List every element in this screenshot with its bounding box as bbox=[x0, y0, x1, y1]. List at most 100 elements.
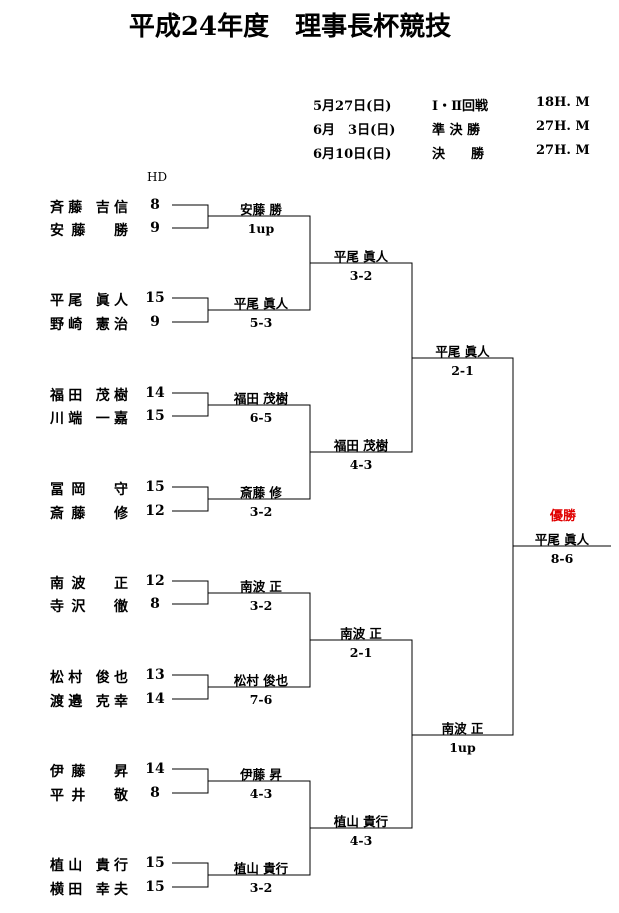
entrant-hd: 14 bbox=[145, 385, 165, 401]
round1-score: 1up bbox=[247, 221, 275, 236]
bracket-line bbox=[172, 768, 212, 782]
bracket-line bbox=[172, 580, 212, 594]
round1-winner: 伊藤 昇 bbox=[240, 767, 282, 782]
final-score: 8-6 bbox=[550, 551, 574, 566]
semifinal-winner: 平尾 眞人 bbox=[435, 344, 490, 359]
round1-score: 7-6 bbox=[249, 692, 273, 707]
entrant-hd: 9 bbox=[150, 220, 160, 236]
entrant-hd: 15 bbox=[145, 879, 165, 895]
entrant-name: 福田 茂樹 bbox=[50, 388, 128, 404]
entrant-hd: 8 bbox=[150, 596, 160, 612]
bracket-line bbox=[212, 404, 311, 452]
entrant-name: 松村 俊也 bbox=[50, 670, 128, 686]
round1-winner: 平尾 眞人 bbox=[233, 296, 289, 311]
bracket-line bbox=[172, 499, 209, 512]
entrant-hd: 13 bbox=[145, 667, 165, 683]
entrant-hd: 15 bbox=[145, 408, 165, 424]
round2-score: 4-3 bbox=[349, 833, 373, 848]
bracket-line bbox=[212, 640, 311, 688]
bracket-line bbox=[172, 297, 212, 311]
bracket-line bbox=[212, 828, 311, 876]
round1-winner: 植山 貴行 bbox=[233, 861, 289, 876]
round1-score: 3-2 bbox=[249, 880, 273, 895]
schedule-round-2: 準 決 勝 bbox=[432, 123, 481, 138]
round1-winner: 南波 正 bbox=[240, 579, 282, 594]
round2-score: 2-1 bbox=[349, 645, 373, 660]
bracket-line bbox=[172, 204, 212, 217]
bracket-line bbox=[172, 781, 209, 794]
schedule-course-1: 18H. M bbox=[536, 95, 590, 110]
bracket-line bbox=[310, 262, 413, 358]
schedule-course-3: 27H. M bbox=[536, 143, 590, 158]
bracket-line bbox=[412, 546, 514, 736]
entrant-name: 斎藤 修 bbox=[50, 506, 128, 522]
round1-score: 4-3 bbox=[249, 786, 273, 801]
round2-winner: 福田 茂樹 bbox=[333, 438, 389, 453]
schedule-round-1: Ⅰ・Ⅱ回戦 bbox=[432, 99, 489, 114]
round2-score: 3-2 bbox=[349, 268, 373, 283]
entrant-name: 伊藤 昇 bbox=[50, 764, 128, 780]
bracket-line bbox=[172, 674, 212, 688]
entrant-name: 冨岡 守 bbox=[50, 482, 128, 498]
schedule-round-3: 決 勝 bbox=[432, 147, 485, 162]
entrant-name: 植山 貴行 bbox=[50, 858, 128, 874]
bracket-line bbox=[212, 263, 311, 311]
page-title: 平成24年度 理事長杯競技 bbox=[128, 12, 452, 42]
round1-score: 5-3 bbox=[249, 315, 273, 330]
round2-winner: 南波 正 bbox=[340, 626, 382, 641]
entrant-hd: 12 bbox=[145, 573, 165, 589]
bracket-line bbox=[212, 452, 311, 500]
round1-winner: 斎藤 修 bbox=[240, 485, 282, 500]
entrant-hd: 15 bbox=[145, 855, 165, 871]
bracket-line bbox=[310, 735, 413, 829]
bracket-line bbox=[172, 216, 209, 229]
schedule-date-3: 6月10日(日) bbox=[313, 147, 392, 162]
round2-score: 4-3 bbox=[349, 457, 373, 472]
entrant-name: 平井 敬 bbox=[50, 788, 128, 804]
bracket-line bbox=[172, 486, 212, 500]
round1-winner: 安藤 勝 bbox=[240, 202, 282, 217]
bracket-line bbox=[212, 592, 311, 640]
entrant-name: 川端 一嘉 bbox=[50, 411, 128, 427]
schedule-date-2: 6月 3日(日) bbox=[313, 123, 396, 138]
entrant-hd: 15 bbox=[145, 479, 165, 495]
bracket-line bbox=[172, 862, 212, 876]
bracket-line bbox=[412, 357, 514, 546]
entrant-name: 南波 正 bbox=[50, 576, 128, 592]
entrant-name: 安藤 勝 bbox=[50, 223, 128, 239]
bracket-line bbox=[310, 358, 413, 453]
schedule-date-1: 5月27日(日) bbox=[313, 99, 392, 114]
entrant-name: 寺沢 徹 bbox=[50, 599, 128, 615]
bracket-line bbox=[212, 780, 311, 828]
entrant-hd: 8 bbox=[150, 197, 160, 213]
entrant-hd: 8 bbox=[150, 785, 160, 801]
entrant-name: 野崎 憲治 bbox=[50, 317, 128, 333]
champion-name: 平尾 眞人 bbox=[534, 532, 590, 547]
semifinal-score: 1up bbox=[449, 740, 476, 755]
bracket-line bbox=[172, 687, 209, 700]
bracket-line bbox=[172, 310, 209, 323]
entrant-name: 斉藤 吉信 bbox=[50, 200, 128, 216]
entrant-hd: 15 bbox=[145, 290, 165, 306]
round2-winner: 平尾 眞人 bbox=[333, 249, 389, 264]
round1-score: 3-2 bbox=[249, 598, 273, 613]
round2-winner: 植山 貴行 bbox=[333, 814, 389, 829]
entrant-name: 渡邉 克幸 bbox=[50, 694, 128, 710]
entrant-hd: 12 bbox=[145, 503, 165, 519]
bracket-line bbox=[172, 392, 212, 406]
champion-label: 優勝 bbox=[549, 509, 576, 524]
entrant-name: 平尾 眞人 bbox=[50, 293, 128, 309]
round1-winner: 福田 茂樹 bbox=[233, 391, 289, 406]
entrant-hd: 14 bbox=[145, 691, 165, 707]
round1-winner: 松村 俊也 bbox=[233, 673, 289, 688]
entrant-name: 横田 幸夫 bbox=[50, 882, 128, 898]
bracket-line bbox=[172, 593, 209, 605]
hd-column-header: HD bbox=[147, 170, 168, 184]
bracket-line bbox=[172, 875, 209, 888]
round1-score: 3-2 bbox=[249, 504, 273, 519]
semifinal-score: 2-1 bbox=[451, 363, 474, 378]
entrant-hd: 9 bbox=[150, 314, 160, 330]
round1-score: 6-5 bbox=[249, 410, 273, 425]
bracket-line bbox=[172, 405, 209, 417]
